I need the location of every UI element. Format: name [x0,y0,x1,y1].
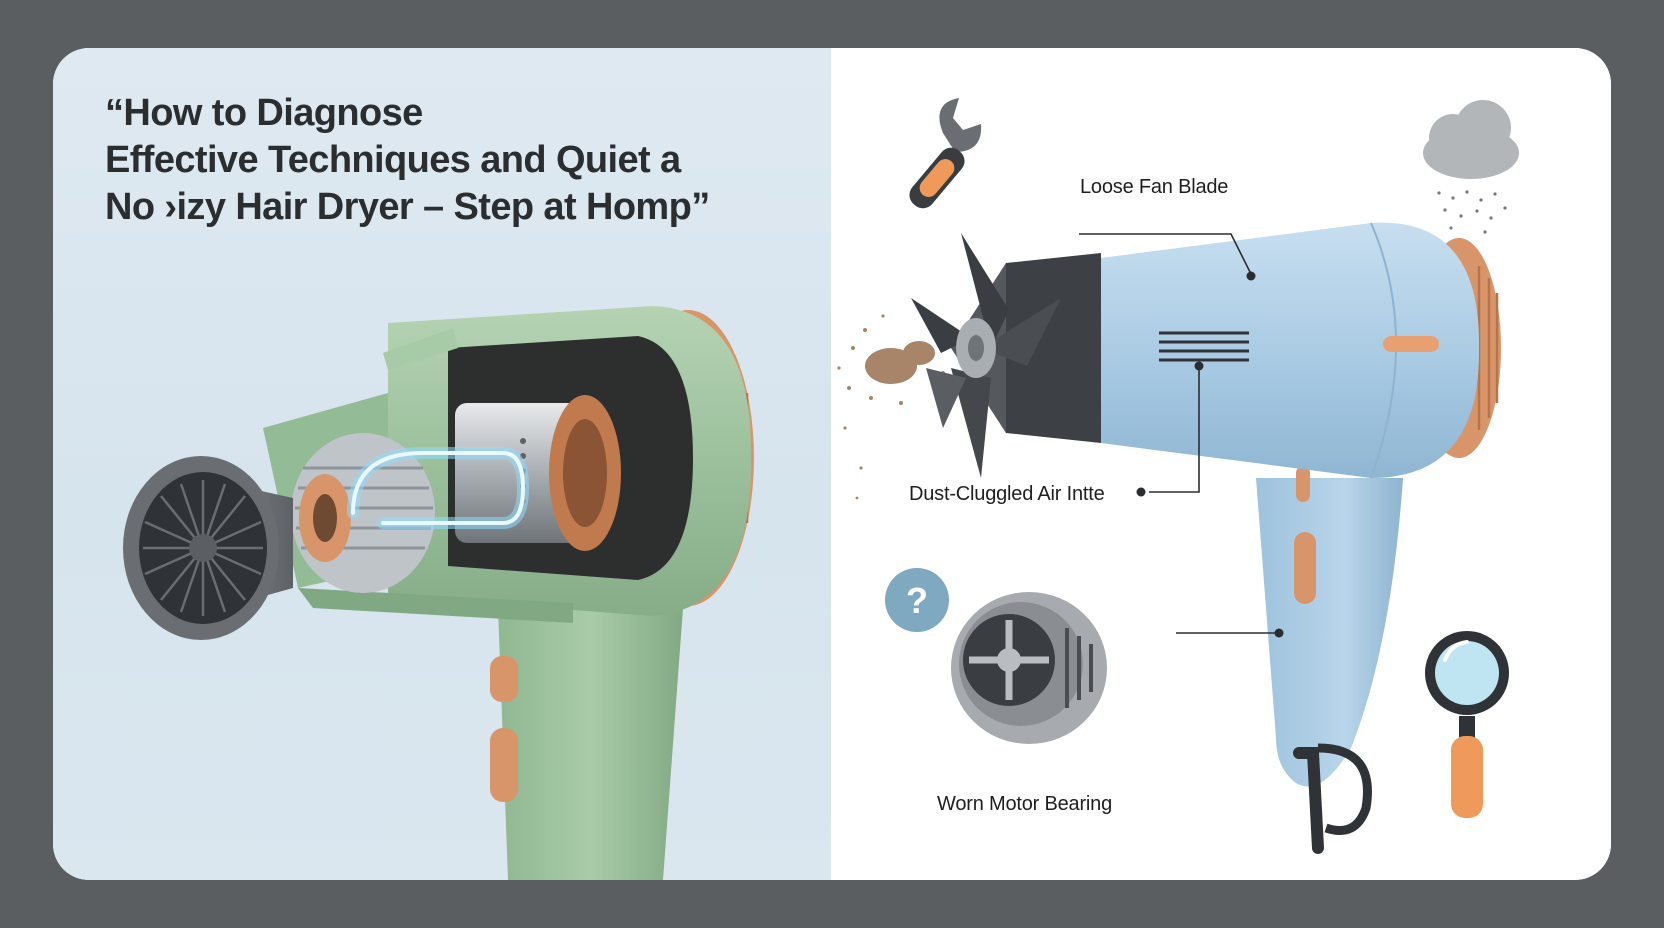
fan-blade [961,233,1009,348]
page-title: “How to Diagnose Effective Techniques an… [105,90,785,231]
callout-lines [1079,233,1284,638]
green-dryer-button-bottom [490,728,518,802]
blue-dryer-body [1101,222,1480,478]
blue-dryer-handle [1256,478,1403,787]
dust-cloud [837,314,945,500]
green-dryer-button-top [490,656,518,702]
callout-worn-motor-bearing: Worn Motor Bearing [937,793,1112,815]
green-dryer-illustration [123,306,754,880]
title-line-3: No ›izy Hair Dryer – Step at Homp” [105,186,710,228]
title-line-2: Effective Techniques and Quiet a [105,139,681,181]
infographic-card: “How to Diagnose Effective Techniques an… [53,48,1611,880]
left-panel: “How to Diagnose Effective Techniques an… [53,48,831,880]
wrench-icon [909,98,982,209]
blue-dryer-button-bottom [1294,532,1316,604]
motor-bearing-illustration [951,592,1107,744]
cloud-icon [1423,100,1519,234]
question-icon: ? [885,568,949,632]
magnifier-icon [1425,631,1509,818]
callout-loose-fan-blade: Loose Fan Blade [1080,176,1229,198]
blue-dryer-illustration: ? [837,98,1519,854]
right-panel: ? [831,48,1611,880]
callout-dust-clogged-air-intake: Dust-Cluggled Air Intte [909,483,1105,505]
slider-switch [1383,336,1439,352]
air-vent [1159,331,1249,362]
green-dryer-handle [498,608,683,880]
svg-text:?: ? [906,580,928,621]
blue-dryer-button-top [1296,466,1310,502]
title-line-1: “How to Diagnose [105,92,423,134]
